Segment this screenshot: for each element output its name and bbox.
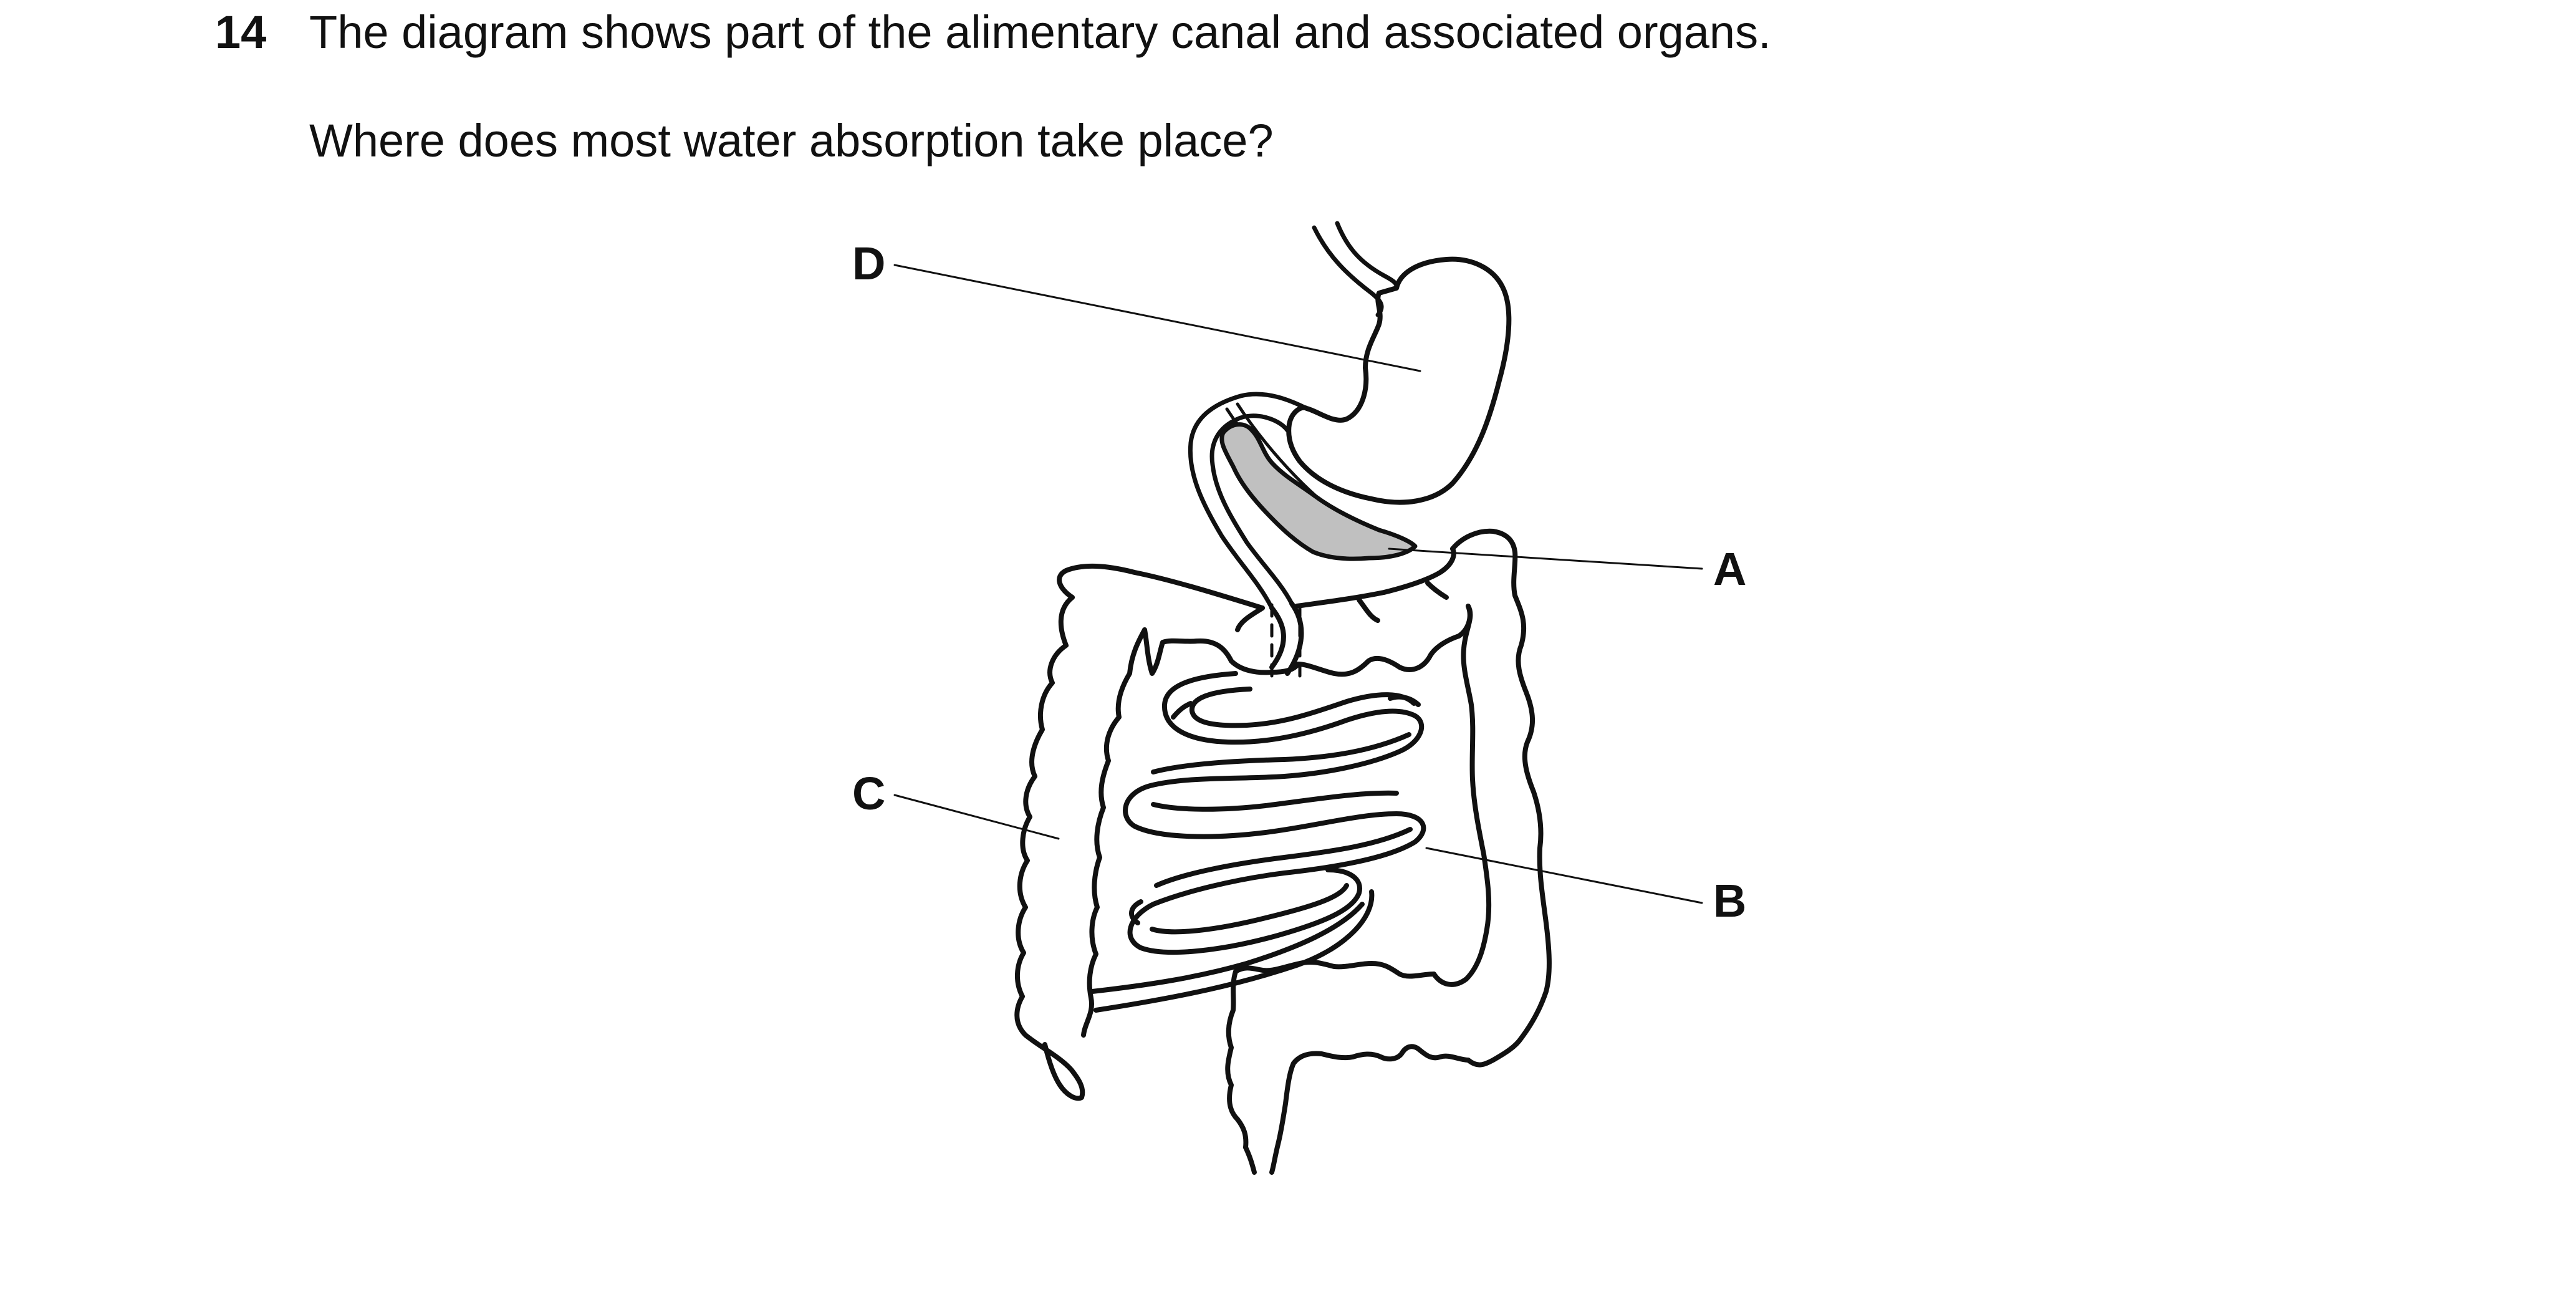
rectum [1225,959,1471,1175]
leader-line-d [893,264,1421,372]
leader-line-b [1425,847,1703,904]
label-b: B [1713,875,1746,927]
question-stem: The diagram shows part of the alimentary… [309,6,1771,58]
duodenum [1188,392,1309,610]
small-intestine [1090,601,1426,1013]
leader-line-c [893,794,1060,840]
leader-lines [893,264,1703,904]
label-d: D [852,238,885,289]
leader-line-a [1388,547,1703,570]
stomach [1286,256,1512,505]
label-a: A [1713,543,1746,595]
oesophagus [1312,221,1399,317]
question-number: 14 [215,6,267,58]
duodenum-hidden-section [1270,603,1302,678]
question-prompt: Where does most water absorption take pl… [309,115,1274,166]
large-intestine [1014,528,1552,1101]
pancreas [1219,422,1418,561]
label-c: C [852,768,885,819]
